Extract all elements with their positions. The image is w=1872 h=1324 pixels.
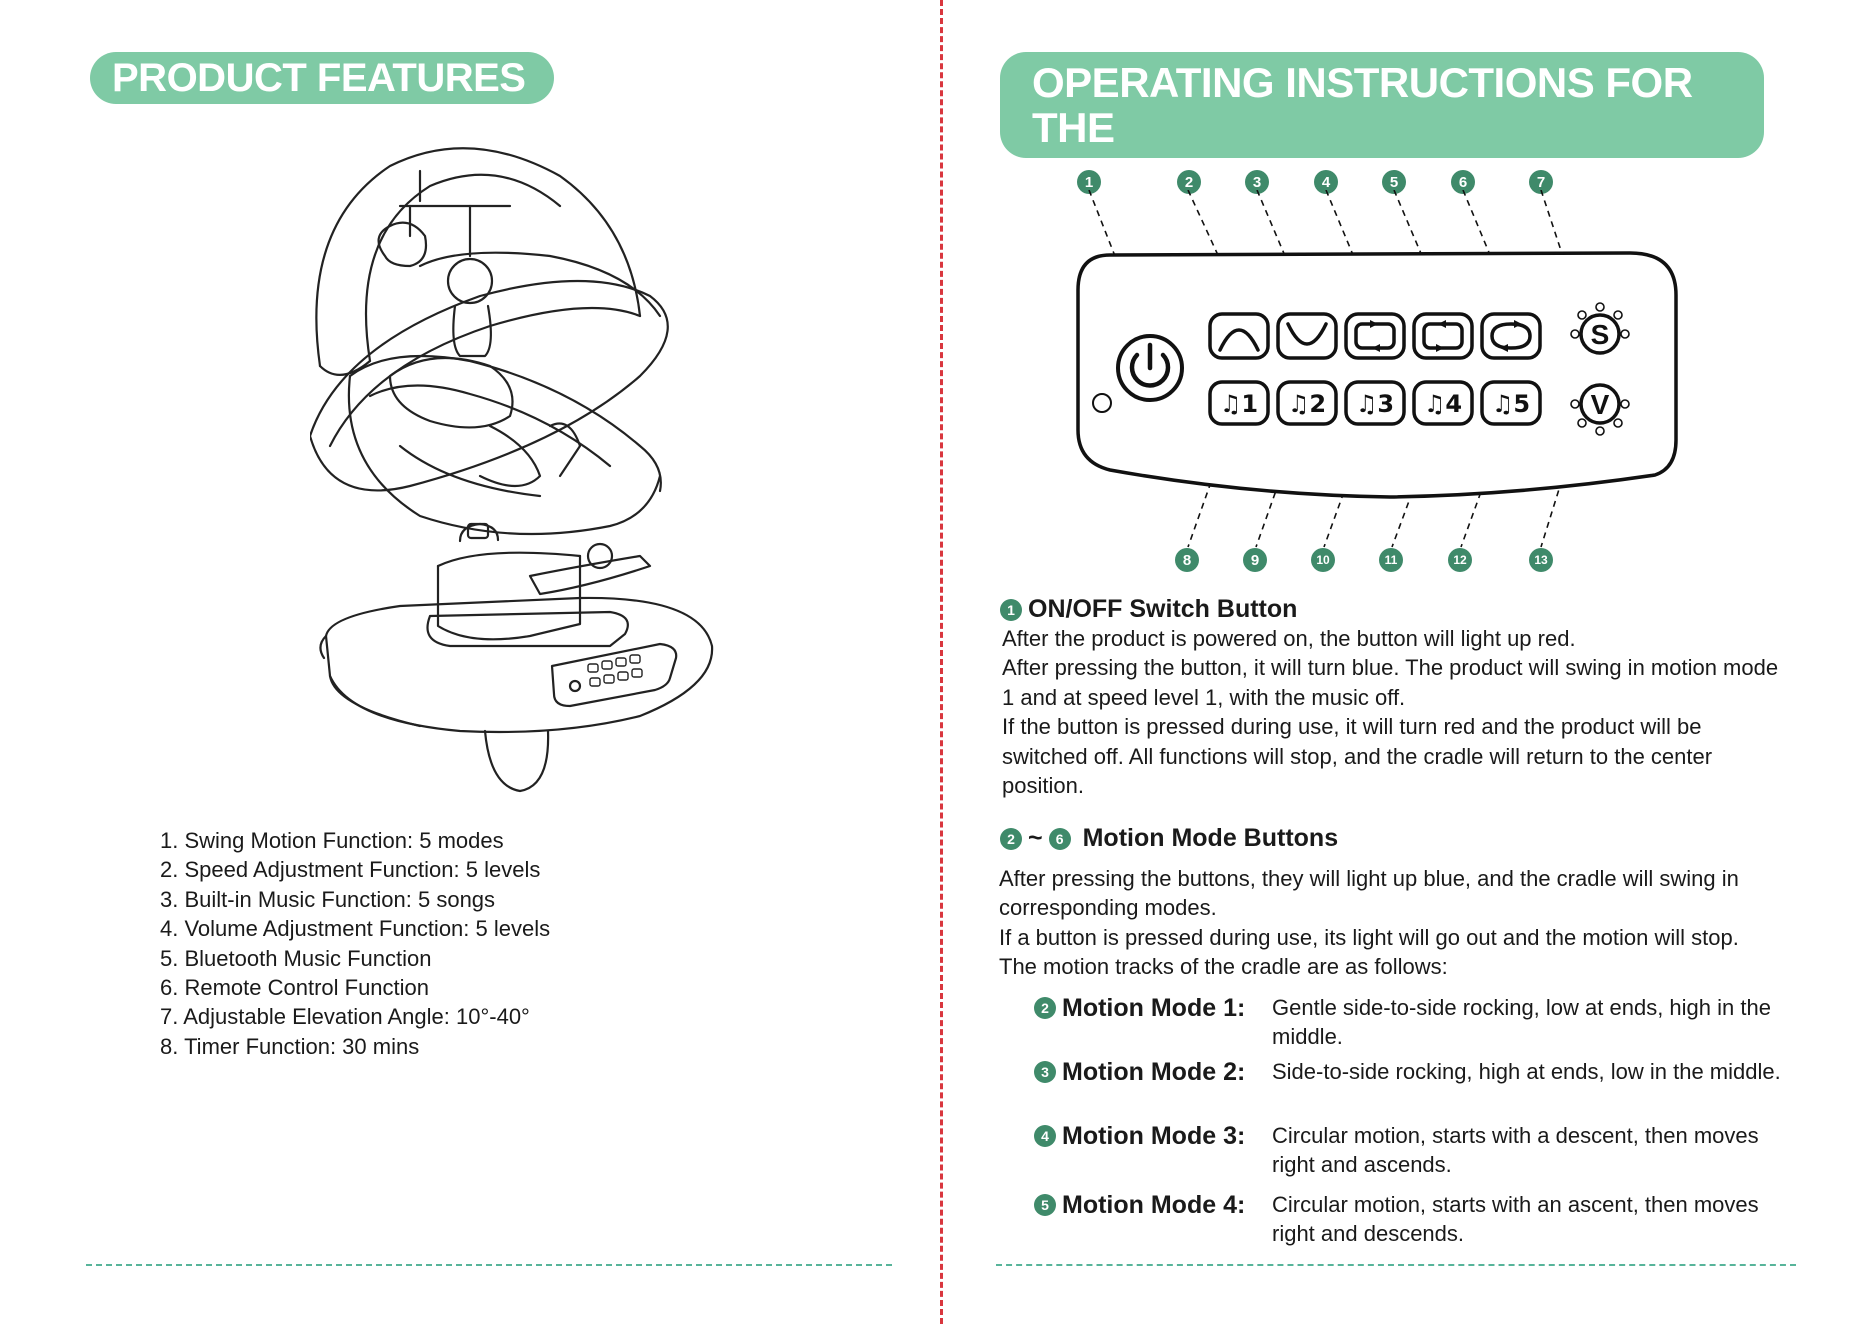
center-fold-line [940, 0, 943, 1324]
motion-mode-4: 5 Motion Mode 4: Circular motion, starts … [1034, 1190, 1794, 1249]
music-button-1-label: ♫1 [1220, 390, 1258, 418]
onoff-badge: 1 [1000, 598, 1022, 621]
volume-button-label: V [1591, 389, 1610, 420]
mode-badge: 2 [1034, 997, 1056, 1019]
mode-description: Gentle side-to-side rocking, low at ends… [1272, 995, 1771, 1050]
music-button-5-label: ♫5 [1492, 390, 1530, 418]
onoff-heading-text: ON/OFF Switch Button [1028, 595, 1298, 623]
features-list: 1. Swing Motion Function: 5 modes 2. Spe… [160, 826, 550, 1061]
music-button-3-label: ♫3 [1356, 390, 1394, 418]
mode-label: Motion Mode 2: [1062, 1058, 1246, 1086]
product-features-title: PRODUCT FEATURES [90, 52, 554, 104]
onoff-line-3: If the button is pressed during use, it … [1002, 714, 1713, 799]
feature-item: 2. Speed Adjustment Function: 5 levels [160, 857, 541, 883]
motion-heading-text: Motion Mode Buttons [1082, 824, 1339, 852]
motion-badge-to: 6 [1048, 827, 1071, 850]
panel-number-13: 13 [1529, 548, 1553, 572]
operating-instructions-title: OPERATING INSTRUCTIONS FOR THE CONTROL P… [1000, 52, 1764, 195]
mode-description: Circular motion, starts with an ascent, … [1272, 1192, 1759, 1247]
panel-number-10: 10 [1311, 548, 1335, 572]
onoff-description: After the product is powered on, the but… [1002, 624, 1792, 800]
mode-description: Circular motion, starts with a descent, … [1272, 1123, 1759, 1178]
onoff-line-2: After pressing the button, it will turn … [1002, 655, 1779, 710]
mode-label: Motion Mode 1: [1062, 994, 1246, 1022]
speed-button-label: S [1591, 319, 1610, 350]
motion-mode-1: 2 Motion Mode 1: Gentle side-to-side rock… [1034, 993, 1794, 1052]
onoff-line-1: After the product is powered on, the but… [1002, 626, 1576, 651]
feature-item: 4. Volume Adjustment Function: 5 levels [160, 916, 551, 942]
mode-label: Motion Mode 3: [1062, 1122, 1246, 1150]
panel-number-12: 12 [1448, 548, 1472, 572]
baby-swing-illustration [310, 147, 714, 793]
panel-number-9: 9 [1243, 548, 1267, 572]
mode-description: Side-to-side rocking, high at ends, low … [1272, 1059, 1781, 1084]
feature-item: 3. Built-in Music Function: 5 songs [160, 886, 496, 912]
right-bottom-divider [996, 1264, 1796, 1266]
panel-number-11: 11 [1379, 548, 1403, 572]
mode-badge: 4 [1034, 1125, 1056, 1147]
motion-description: After pressing the buttons, they will li… [999, 864, 1799, 982]
motion-mode-3: 4 Motion Mode 3: Circular motion, starts … [1034, 1121, 1794, 1180]
panel-number-8: 8 [1175, 548, 1199, 572]
onoff-heading: 1 ON/OFF Switch Button [1000, 595, 1297, 624]
motion-line-1: After pressing the buttons, they will li… [999, 866, 1739, 921]
feature-item: 7. Adjustable Elevation Angle: 10°-40° [160, 1004, 530, 1030]
motion-mode-2: 3 Motion Mode 2: Side-to-side rocking, hi… [1034, 1057, 1794, 1087]
feature-item: 6. Remote Control Function [160, 975, 430, 1001]
mode-badge: 3 [1034, 1061, 1056, 1083]
music-button-4-label: ♫4 [1424, 390, 1462, 418]
title-line-1: OPERATING INSTRUCTIONS FOR THE [1032, 59, 1693, 151]
feature-item: 5. Bluetooth Music Function [160, 945, 432, 971]
motion-heading: 2 ~ 6 Motion Mode Buttons [1000, 824, 1338, 853]
music-button-2-label: ♫2 [1288, 390, 1326, 418]
panel-number-2: 2 [1177, 170, 1201, 194]
mode-label: Motion Mode 4: [1062, 1191, 1246, 1219]
left-bottom-divider [86, 1264, 892, 1266]
motion-line-2: If a button is pressed during use, its l… [999, 924, 1739, 950]
motion-line-3: The motion tracks of the cradle are as f… [999, 954, 1448, 980]
motion-badge-from: 2 [1000, 827, 1022, 850]
mode-badge: 5 [1034, 1194, 1056, 1216]
control-panel-diagram: ♫1 ♫2 ♫3 ♫4 ♫5 S V [1076, 190, 1678, 548]
motion-tilde: ~ [1028, 824, 1043, 852]
feature-item: 8. Timer Function: 30 mins [160, 1033, 420, 1059]
feature-item: 1. Swing Motion Function: 5 modes [160, 828, 504, 853]
